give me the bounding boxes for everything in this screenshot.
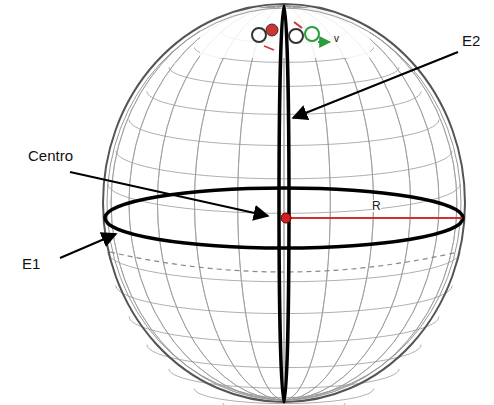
hidden-parallel: [110, 252, 458, 272]
top-particles: [252, 22, 330, 50]
equator-e1: [105, 188, 463, 248]
center-point: [281, 213, 291, 223]
radius-line: [290, 217, 462, 219]
dimension-label: R: [372, 200, 381, 212]
sphere-grid: [105, 6, 463, 405]
leader-centro: [70, 172, 268, 216]
sphere-outline-inner: [107, 8, 461, 398]
sphere-outline: [103, 4, 465, 402]
callout-label: Centro: [28, 148, 73, 163]
meridian-e2: [279, 6, 289, 402]
leader-e1: [60, 234, 116, 258]
callout-label: E1: [22, 256, 40, 271]
leader-e2: [293, 52, 458, 118]
vector-label: v: [334, 34, 339, 44]
callout-label: E2: [462, 33, 480, 48]
